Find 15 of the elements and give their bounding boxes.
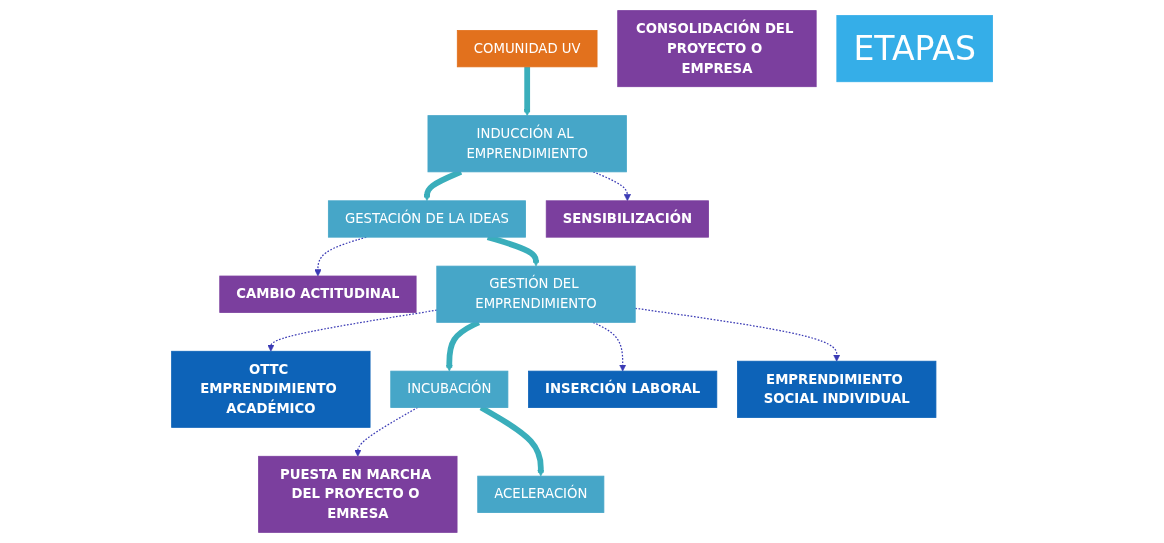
node-box: COMUNIDAD UV — [456, 30, 598, 68]
node-box: GESTIÓN DEL EMPRENDIMIENTO — [436, 265, 636, 323]
node-box: SENSIBILIZACIÓN — [545, 200, 709, 238]
node-box: EMPRENDIMIENTO SOCIAL INDIVIDUAL — [737, 360, 937, 418]
node-box: PUESTA EN MARCHA DEL PROYECTO O EMRESA — [258, 455, 458, 533]
arrow — [523, 66, 531, 116]
node-box: CAMBIO ACTITUDINAL — [219, 275, 417, 313]
node-box: GESTACIÓN DE LA IDEAS — [327, 200, 526, 238]
node-box: INSERCIÓN LABORAL — [528, 370, 718, 408]
node-box: OTTC EMPRENDIMIENTO ACADÉMICO — [171, 350, 371, 428]
node-box: INDUCCIÓN AL EMPRENDIMIENTO — [427, 115, 627, 173]
node-box: ACELERACIÓN — [477, 475, 605, 513]
node-box: CONSOLIDACIÓN DEL PROYECTO O EMPRESA — [617, 10, 817, 88]
node-box: ETAPAS — [836, 15, 993, 83]
node-box: INCUBACIÓN — [390, 370, 509, 408]
